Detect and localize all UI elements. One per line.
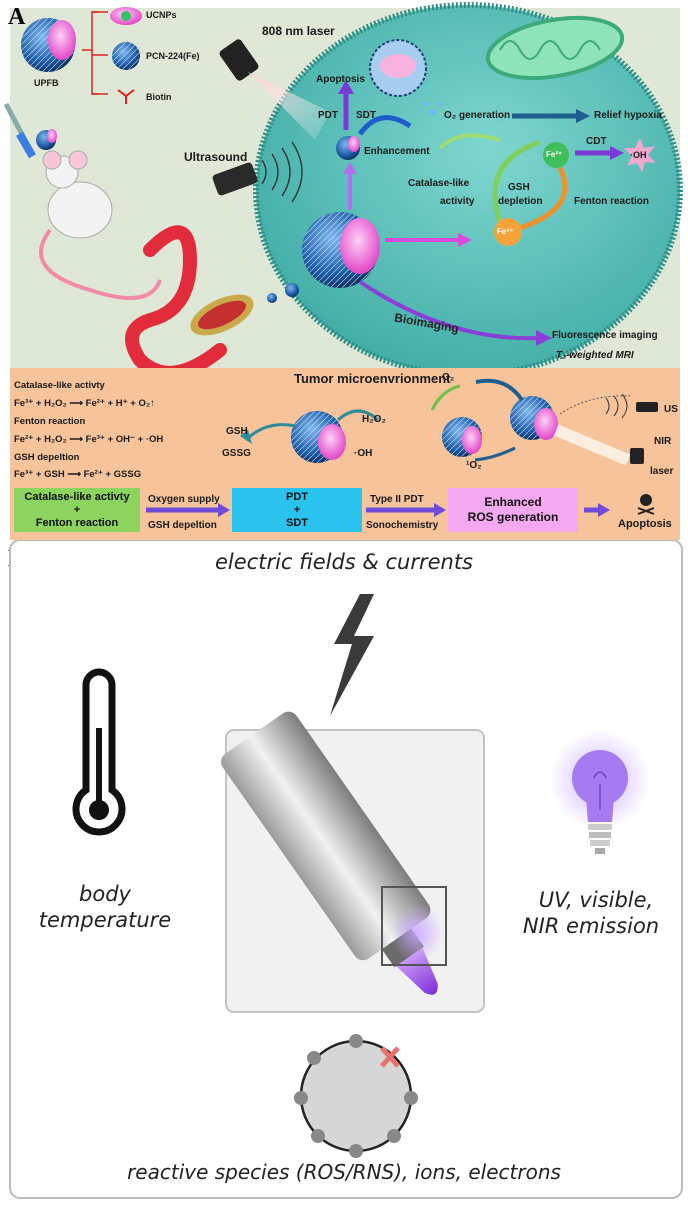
flow-box-1-text: Catalase-like activty + Fenton reaction: [14, 488, 140, 532]
mri-label: T₂-weighted MRI: [556, 350, 634, 361]
flow-box-2-line-2: +: [293, 503, 301, 516]
legend-upfb: UPFB: [34, 78, 59, 88]
body-temperature-label-1: body: [79, 882, 131, 906]
flow-arrow-1-top: Oxygen supply: [148, 494, 220, 505]
flow-arrow-1-bottom: GSH depeltion: [148, 520, 217, 531]
eq-line-4: Fe²⁺ + H₂O₂ ⟶ Fe³⁺ + OH⁻ + ·OH: [14, 434, 164, 445]
gsh-label-1: GSH: [508, 182, 530, 193]
body-temperature-label-2: temperature: [38, 908, 172, 932]
tme-nir-1: NIR: [654, 436, 672, 447]
fe3-ion: [494, 218, 522, 246]
thermometer-icon: [72, 668, 126, 836]
ultrasound-device: [212, 162, 258, 196]
panel-a-illustration: [3, 2, 683, 540]
flow-box-3: [448, 488, 578, 532]
panel-b-illustration: [9, 540, 683, 1199]
cdt-label: CDT: [586, 136, 607, 147]
fenton-label: Fenton reaction: [574, 196, 650, 207]
tme-singlet-o2: ¹O₂: [466, 460, 482, 471]
sensor-tip-box: [381, 886, 447, 966]
emission-label-1: UV, visible,: [538, 888, 654, 912]
electric-fields-label: electric fields & currents: [215, 550, 473, 574]
tme-gsh: GSH: [226, 426, 248, 437]
skull-icon: [640, 494, 652, 506]
tme-h2o2: H₂O₂: [362, 414, 386, 425]
eq-line-3: Fenton reaction: [14, 416, 86, 427]
oh-radical: [624, 138, 656, 172]
pdt-label: PDT: [318, 110, 338, 121]
legend-ucnps: UCNPs: [146, 10, 177, 20]
o2-generation-label: O₂ generation: [444, 110, 511, 121]
flow-box-1-line-1: Catalase-like activty: [24, 490, 130, 503]
fe2-ion: [543, 142, 569, 168]
tme-oh: ·OH: [354, 448, 373, 459]
catalase-label-2: activity: [440, 196, 475, 207]
panel-b: B: [0, 540, 688, 1205]
legend-pcn: PCN-224(Fe): [146, 51, 200, 61]
flow-box-2: [232, 488, 362, 532]
tme-title: Tumor microenvrionment: [294, 371, 451, 386]
ultrasound-label: Ultrasound: [184, 150, 248, 164]
flow-arrow-2-bottom: Sonochemistry: [366, 520, 439, 531]
eq-line-2: Fe³⁺ + H₂O₂ ⟶ Fe²⁺ + H⁺ + O₂↑: [14, 398, 155, 409]
lightning-icon: [330, 594, 374, 716]
flow-box-3-line-2: ROS generation: [467, 510, 559, 524]
flow-box-2-line-1: PDT: [286, 490, 308, 503]
panel-a-letter: A: [8, 4, 26, 30]
flow-box-1: [14, 488, 140, 532]
x-mark-icon: [380, 1046, 400, 1068]
tme-gssg: GSSG: [222, 448, 251, 459]
flow-box-1-line-3: Fenton reaction: [35, 516, 119, 529]
sdt-label: SDT: [356, 110, 376, 121]
flow-end-apoptosis: Apoptosis: [618, 518, 672, 530]
bulb-icon: [572, 750, 628, 806]
panel-a: A UCNPs PCN-224(Fe) Biotin UPFB 808 nm l…: [0, 0, 688, 540]
tme-nir-2: laser: [650, 466, 674, 477]
flow-arrow-2-top: Type II PDT: [370, 494, 424, 505]
laser-label: 808 nm laser: [262, 24, 335, 38]
enhancement-label: Enhancement: [364, 146, 430, 157]
laser-device: [219, 39, 259, 81]
reactive-species-label: reactive species (ROS/RNS), ions, electr…: [127, 1160, 561, 1184]
emission-label-2: NIR emission: [522, 914, 660, 938]
flow-box-2-text: PDT + SDT: [232, 488, 362, 532]
flow-box-3-text: Enhanced ROS generation: [448, 488, 578, 532]
eq-line-5: GSH depeltion: [14, 452, 80, 463]
eq-line-1: Catalase-like activty: [14, 380, 105, 391]
eq-line-6: Fe³⁺ + GSH ⟶ Fe²⁺ + GSSG: [14, 469, 142, 480]
legend-biotin: Biotin: [146, 92, 172, 102]
flow-box-1-line-2: +: [73, 503, 81, 516]
mouse: [47, 181, 113, 239]
flow-box-3-line-1: Enhanced: [484, 495, 542, 509]
fe2-label: Fe²⁺: [546, 150, 563, 159]
gsh-label-2: depletion: [498, 196, 543, 207]
mitochondrion-shape: [485, 16, 625, 80]
oh-label: ·OH: [630, 150, 647, 160]
fe3-label: Fe³⁺: [497, 227, 514, 236]
fluorescence-label: Fluorescence imaging: [552, 330, 658, 341]
flow-box-2-line-3: SDT: [286, 516, 308, 529]
catalase-label-1: Catalase-like: [408, 178, 470, 189]
apoptosis-label: Apoptosis: [316, 74, 365, 85]
tme-o2: O₂: [442, 372, 455, 383]
tme-us: US: [664, 404, 678, 415]
relief-hypoxia-label: Relief hypoxia: [594, 110, 662, 121]
